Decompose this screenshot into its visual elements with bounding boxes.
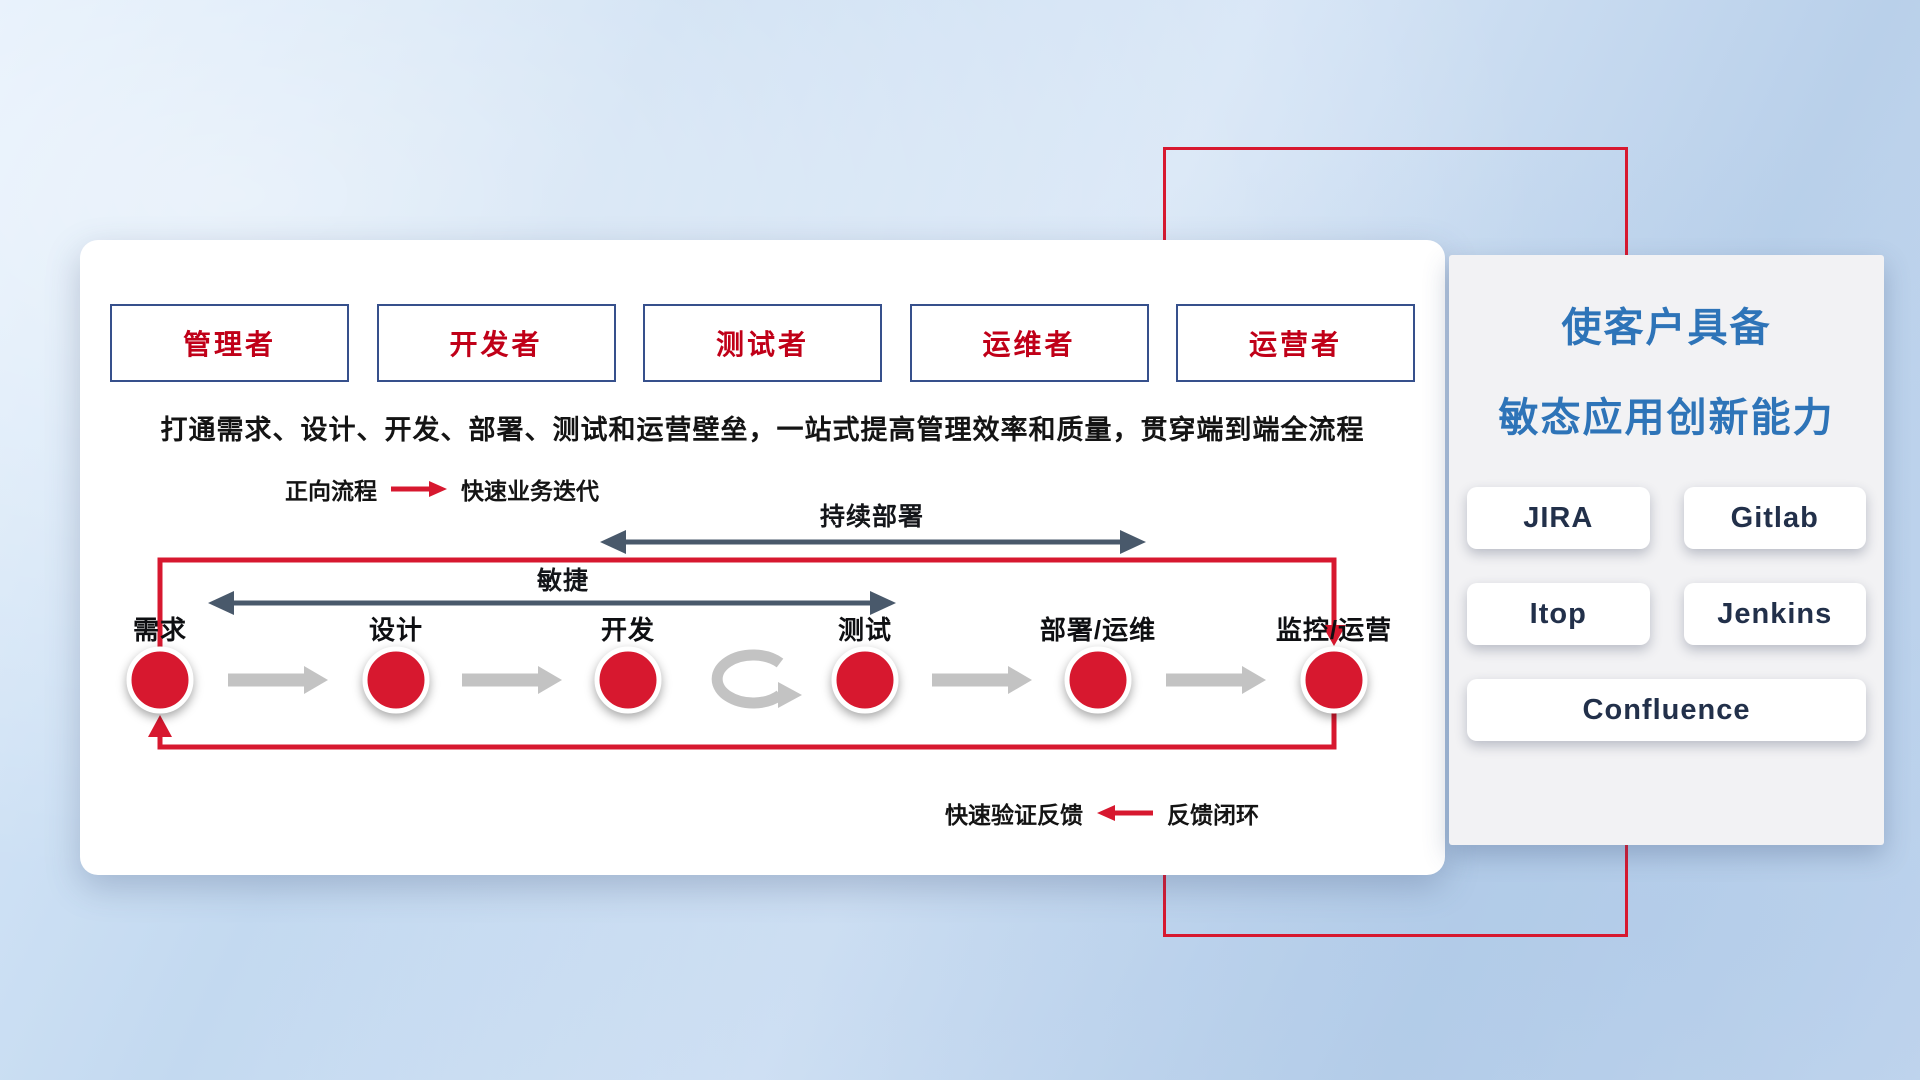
flow-arrow-icon (462, 666, 562, 694)
devops-flow-card: 管理者 开发者 测试者 运维者 运营者 打通需求、设计、开发、部署、测试和运营壁… (80, 240, 1445, 875)
flow-arrow-icon (1166, 666, 1266, 694)
tools-grid: JIRA Gitlab Itop Jenkins Confluence (1467, 487, 1866, 741)
node-circle-monitor (1300, 646, 1368, 714)
feedback-legend: 快速验证反馈 反馈闭环 (945, 796, 1259, 830)
tool-chip-jenkins: Jenkins (1683, 583, 1866, 645)
node-circle-design (362, 646, 430, 714)
forward-loop-line (157, 557, 1346, 647)
feedback-arrow-icon (1097, 805, 1153, 821)
node-label-design: 设计 (369, 615, 423, 645)
forward-arrow-icon (391, 481, 447, 497)
node-label-develop: 开发 (601, 615, 655, 645)
tool-chip-gitlab: Gitlab (1683, 487, 1866, 549)
node-circle-requirement (126, 646, 194, 714)
node-label-test: 测试 (838, 615, 892, 645)
node-circle-test (831, 646, 899, 714)
role-box-manager: 管理者 (110, 304, 349, 382)
agile-label: 敏捷 (536, 566, 589, 595)
iteration-loop-icon (711, 649, 802, 709)
agile-arrow-icon (208, 591, 896, 615)
role-box-tester: 测试者 (643, 304, 882, 382)
role-box-operator: 运营者 (1176, 304, 1415, 382)
node-label-deploy-ops: 部署/运维 (1040, 615, 1156, 645)
flow-arrow-icon (228, 666, 328, 694)
node-label-monitor: 监控/运营 (1276, 615, 1392, 645)
flow-diagram: 持续部署 敏捷 需求 设计 开发 测试 部署/运维 监控/运营 (126, 502, 1392, 750)
feedback-legend-label: 快速验证反馈 (945, 802, 1083, 828)
tool-chip-confluence: Confluence (1467, 679, 1866, 741)
description-text: 打通需求、设计、开发、部署、测试和运营壁垒，一站式提高管理效率和质量，贯穿端到端… (160, 415, 1365, 445)
feedback-legend-value: 反馈闭环 (1167, 802, 1259, 828)
role-box-ops: 运维者 (909, 304, 1149, 382)
tool-chip-itop: Itop (1467, 583, 1650, 645)
feedback-loop-line (148, 713, 1337, 750)
panel-title-line1: 使客户具备 (1561, 306, 1772, 350)
flow-arrow-icon (932, 666, 1032, 694)
forward-legend-value: 快速业务迭代 (461, 478, 599, 504)
panel-title-line2: 敏态应用创新能力 (1498, 396, 1835, 440)
roles-row: 管理者 开发者 测试者 运维者 运营者 (110, 304, 1415, 382)
forward-legend: 正向流程 快速业务迭代 (285, 472, 599, 506)
capability-panel: 使客户具备 敏态应用创新能力 JIRA Gitlab Itop Jenkins … (1449, 255, 1884, 845)
node-label-requirement: 需求 (133, 615, 187, 645)
continuous-deploy-arrow-icon (600, 530, 1146, 554)
tool-chip-jira: JIRA (1467, 487, 1650, 549)
forward-legend-label: 正向流程 (285, 478, 377, 504)
continuous-deploy-label: 持续部署 (820, 502, 924, 531)
role-box-developer: 开发者 (376, 304, 616, 382)
node-circle-develop (594, 646, 662, 714)
node-circle-deploy-ops (1064, 646, 1132, 714)
